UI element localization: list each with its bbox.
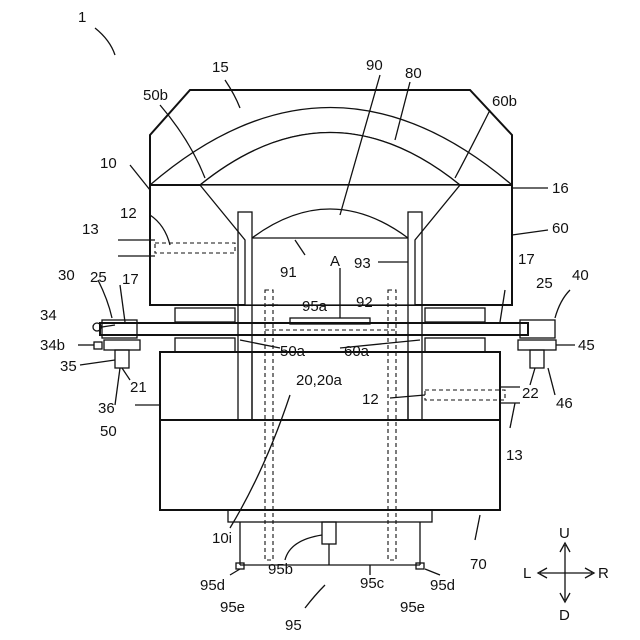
label-34: 34 xyxy=(40,307,57,324)
horizontal-shaft xyxy=(100,323,528,335)
label-25-left: 25 xyxy=(90,269,107,286)
label-95d-left: 95d xyxy=(200,577,225,594)
label-95a: 95a xyxy=(302,298,328,315)
right-foot xyxy=(530,350,544,368)
left-flange-upper xyxy=(175,308,235,322)
upper-nozzle xyxy=(155,243,235,253)
label-1: 1 xyxy=(78,9,86,26)
label-60a: 60a xyxy=(344,343,370,360)
label-34b: 34b xyxy=(40,337,65,354)
label-22: 22 xyxy=(522,385,539,402)
left-foot xyxy=(115,350,129,368)
actuator-95b xyxy=(322,522,336,544)
label-80: 80 xyxy=(405,65,422,82)
label-A: A xyxy=(330,253,340,270)
label-45: 45 xyxy=(578,337,595,354)
label-50: 50 xyxy=(100,423,117,440)
lower-nozzle xyxy=(425,390,505,400)
right-flange-lower xyxy=(425,338,485,352)
right-bracket xyxy=(518,340,556,350)
base-block xyxy=(160,420,500,510)
compass-up: U xyxy=(559,525,570,542)
compass-left: L xyxy=(523,565,531,582)
label-13-top: 13 xyxy=(82,221,99,238)
right-flange-upper xyxy=(425,308,485,322)
label-70: 70 xyxy=(470,556,487,573)
label-10: 10 xyxy=(100,155,117,172)
label-95b: 95b xyxy=(268,561,293,578)
label-25-right: 25 xyxy=(536,275,553,292)
label-95e-right: 95e xyxy=(400,599,425,616)
label-95d-right: 95d xyxy=(430,577,455,594)
base-plate xyxy=(228,510,432,522)
label-95e-left: 95e xyxy=(220,599,245,616)
label-20: 20,20a xyxy=(296,372,343,389)
label-12-top: 12 xyxy=(120,205,137,222)
label-46: 46 xyxy=(556,395,573,412)
label-50a: 50a xyxy=(280,343,306,360)
label-91: 91 xyxy=(280,264,297,281)
label-17-right: 17 xyxy=(518,251,535,268)
label-60b: 60b xyxy=(492,93,517,110)
left-flange-lower xyxy=(175,338,235,352)
label-36: 36 xyxy=(98,400,115,417)
label-95c: 95c xyxy=(360,575,385,592)
label-13-bot: 13 xyxy=(506,447,523,464)
label-17-left: 17 xyxy=(122,271,139,288)
left-knob-34b xyxy=(94,342,102,349)
label-92: 92 xyxy=(356,294,373,311)
label-40: 40 xyxy=(572,267,589,284)
label-50b: 50b xyxy=(143,87,168,104)
label-21: 21 xyxy=(130,379,147,396)
label-16: 16 xyxy=(552,180,569,197)
label-15: 15 xyxy=(212,59,229,76)
label-93: 93 xyxy=(354,255,371,272)
compass-down: D xyxy=(559,607,570,624)
label-95: 95 xyxy=(285,617,302,634)
inner-chamber-cavity xyxy=(200,185,460,305)
label-30: 30 xyxy=(58,267,75,284)
label-35: 35 xyxy=(60,358,77,375)
direction-compass xyxy=(538,543,594,602)
compass-right: R xyxy=(598,565,609,582)
label-12-bot: 12 xyxy=(362,391,379,408)
label-10i: 10i xyxy=(212,530,232,547)
left-bracket xyxy=(104,340,140,350)
label-60: 60 xyxy=(552,220,569,237)
label-90: 90 xyxy=(366,57,383,74)
